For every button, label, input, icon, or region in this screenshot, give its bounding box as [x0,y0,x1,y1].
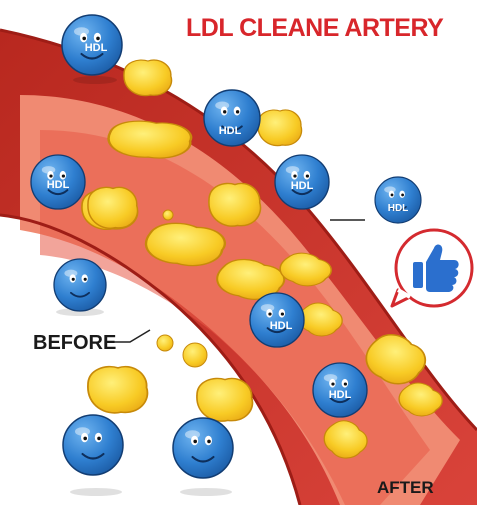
page-title: LDL CLEANE ARTERY [186,14,444,42]
hdl-character-10 [173,418,233,496]
hdl-label: HDL [85,42,108,54]
after-label: AFTER [377,478,434,497]
hdl-label: HDL [47,179,70,191]
before-label: BEFORE [33,332,117,354]
hdl-label: HDL [270,320,293,332]
hdl-character-9 [63,415,123,496]
hdl-label: HDL [329,389,352,401]
thumbs-up-icon [413,244,459,292]
hdl-character-5 [375,177,421,223]
hdl-label: HDL [219,125,242,137]
hdl-label: HDL [388,203,409,214]
hdl-character-6 [54,259,106,316]
hdl-character-2 [204,90,260,146]
hdl-label: HDL [291,180,314,192]
hdl-character-1 [62,15,122,84]
